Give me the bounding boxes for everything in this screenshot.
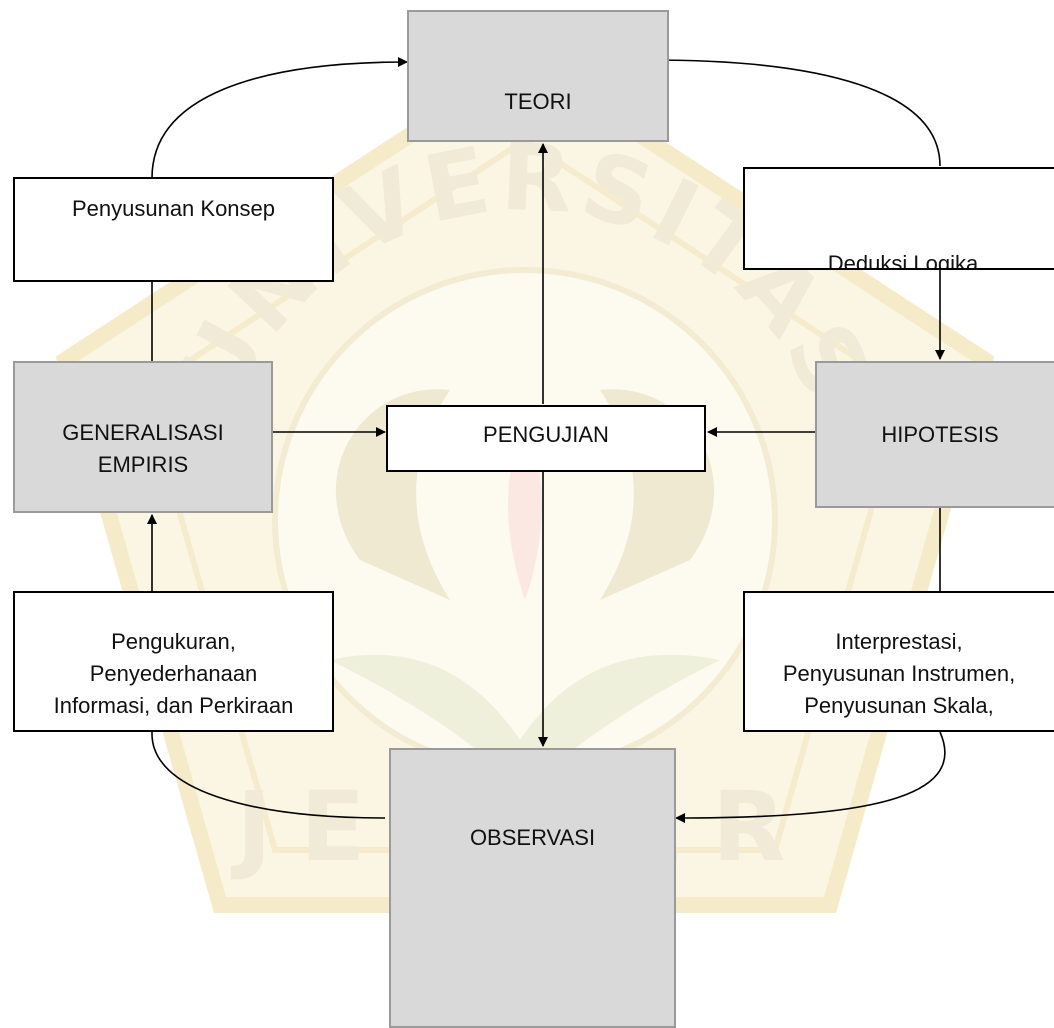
process-pengukuran-line2: Penyederhanaan (89, 661, 258, 686)
connector-observasi-pengukuran (151, 731, 386, 819)
process-deduksi-logika-label: Deduksi Logika (827, 251, 979, 270)
node-pengujian: PENGUJIAN (386, 405, 706, 472)
process-interpretasi-line3: Penyusunan Skala, (804, 693, 994, 718)
process-pengukuran: Pengukuran, Penyederhanaan Informasi, da… (13, 591, 334, 732)
process-interpretasi-line1: Interprestasi, (835, 629, 963, 654)
node-hipotesis-label: HIPOTESIS (881, 421, 999, 447)
node-generalisasi-empiris: GENERALISASI EMPIRIS (13, 361, 273, 513)
node-teori: TEORI (407, 10, 669, 142)
process-interpretasi: Interprestasi, Penyusunan Instrumen, Pen… (743, 591, 1054, 732)
process-interpretasi-line2: Penyusunan Instrumen, (782, 661, 1016, 686)
process-pengukuran-line1: Pengukuran, (111, 629, 236, 654)
process-penyusunan-konsep: Penyusunan Konsep (13, 177, 334, 282)
node-teori-label: TEORI (504, 89, 572, 114)
connector-teori-deduksi (651, 59, 941, 167)
process-deduksi-logika: Deduksi Logika (743, 167, 1054, 270)
process-pengukuran-line3: Informasi, dan Perkiraan (53, 693, 294, 718)
node-observasi-label: OBSERVASI (469, 825, 596, 850)
connector-interpretasi-observasi (675, 731, 946, 823)
node-pengujian-label: PENGUJIAN (483, 422, 609, 447)
connector-konsep-teori (151, 57, 408, 179)
node-generalisasi-label-line1: GENERALISASI (62, 420, 224, 445)
node-observasi: OBSERVASI (389, 748, 676, 1028)
node-generalisasi-label-line2: EMPIRIS (97, 452, 189, 477)
node-hipotesis: HIPOTESIS (815, 361, 1054, 508)
process-penyusunan-konsep-label: Penyusunan Konsep (71, 196, 276, 221)
watermark-leaves-bottom (330, 654, 720, 790)
